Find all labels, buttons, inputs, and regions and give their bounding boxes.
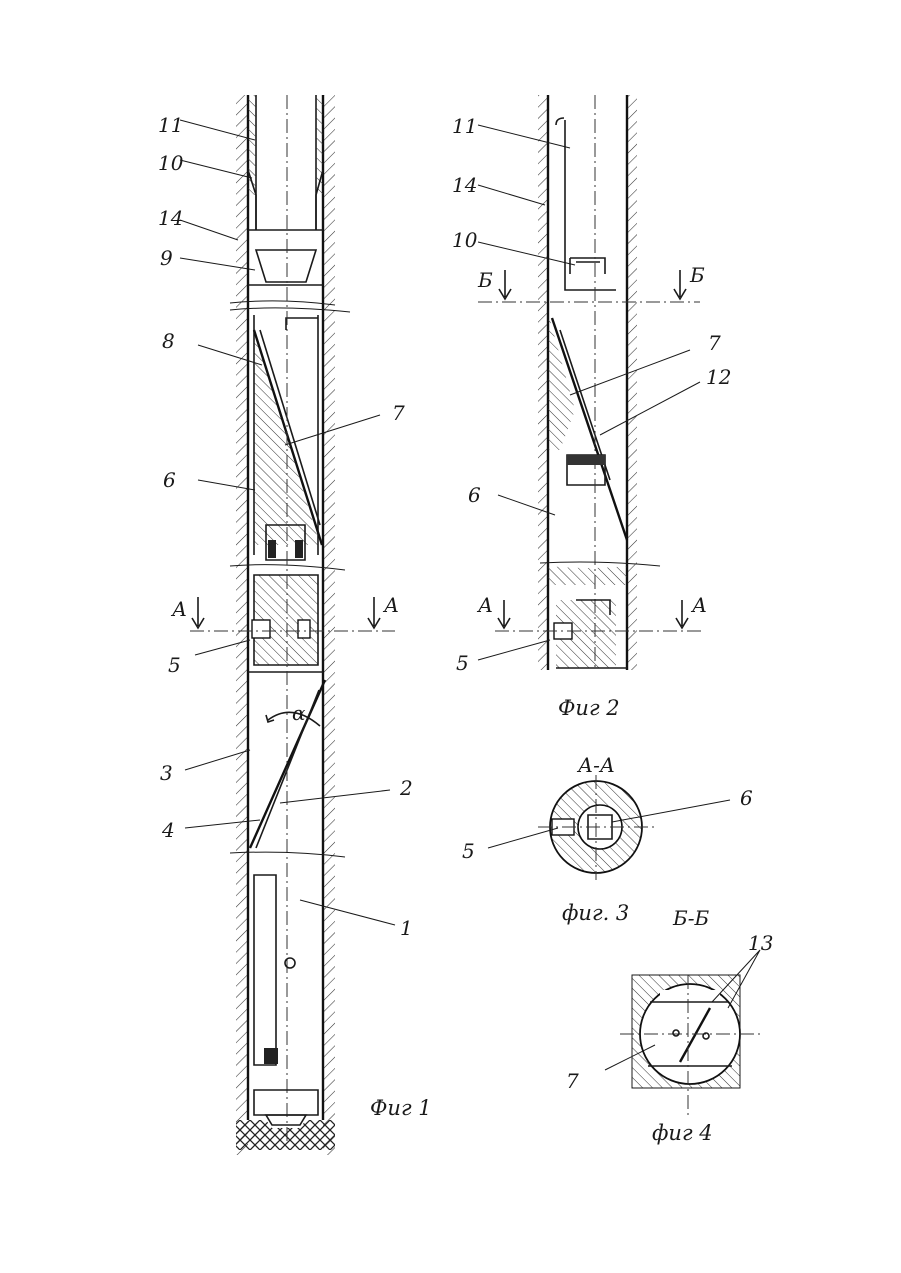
fig2-wall-right-hatch [627,95,637,670]
fig2-section-b-arrow-right [674,270,686,299]
fig2-caption: Фиг 2 [558,696,620,720]
fig1-bit-tip [266,1115,306,1125]
fig1-section-arrow-right [368,597,380,628]
fig1-label-10: 10 [158,151,184,175]
fig1-label-11: 11 [158,113,183,137]
fig2-leader-11 [478,125,570,148]
fig1-leader-1 [300,900,395,925]
fig1-label-4: 4 [161,818,175,842]
fig1-wall-right-hatch [323,95,335,1155]
fig1-label-6: 6 [163,468,176,492]
fig2-wedge-10 [570,258,605,274]
fig1-label-14: 14 [158,206,183,230]
fig2-section-a-arrow-left [498,600,510,628]
fig1-leader-8 [198,345,262,365]
fig1-label-8: 8 [162,329,175,353]
figure-3: А-А 6 5 фиг. 3 [462,753,753,925]
fig1-label-3: 3 [160,761,173,785]
fig3-label-6: 6 [740,786,753,810]
fig2-pipe-11 [556,118,616,290]
fig2-section-b-arrow-left [499,270,511,299]
fig1-section-a-left: А [170,597,187,621]
fig2-leader-12 [600,382,700,435]
fig1-label-1: 1 [400,916,413,940]
fig1-key-left [268,540,276,558]
fig1-label-5: 5 [168,653,181,677]
fig2-section-b-left: Б [477,268,493,292]
fig2-leader-14 [478,185,545,205]
fig1-label-9: 9 [160,246,173,270]
fig3-leader-5 [488,828,558,848]
fig1-cone-9 [256,250,316,282]
fig3-label-5: 5 [462,839,475,863]
fig2-break-hatch [548,566,627,585]
fig4-label-7: 7 [566,1069,579,1093]
figure-2: 11 14 10 7 12 6 5 Б Б А А Фиг 2 [452,95,731,720]
fig1-angle-label: α [292,701,306,725]
fig1-lower-stop [264,1048,278,1064]
fig4-caption: фиг 4 [652,1121,713,1145]
fig1-label-2: 2 [399,776,413,800]
fig2-label-10: 10 [452,228,478,252]
fig1-pin-5-right [298,620,310,638]
fig3-caption: фиг. 3 [562,901,629,925]
fig1-section-arrow-left [192,597,204,628]
fig2-label-7: 7 [708,331,721,355]
figure-1: 11 10 14 9 8 7 6 5 3 2 4 1 А А α Фиг 1 [158,95,432,1155]
fig2-section-a-right: А [690,593,707,617]
fig2-label-14: 14 [452,173,477,197]
fig1-wedge-10 [248,170,323,230]
fig1-leader-14 [180,220,238,240]
fig1-section-a-right: А [382,593,399,617]
fig4-label-13: 13 [748,931,773,955]
fig2-break [540,562,660,566]
fig3-title: А-А [576,753,615,777]
fig4-flat [660,990,720,1002]
fig2-section-a-arrow-right [676,600,688,628]
fig1-slot-top [286,318,318,330]
fig1-wall-left-hatch [236,95,248,1155]
fig2-label-5: 5 [456,651,469,675]
fig1-caption: Фиг 1 [370,1096,432,1120]
fig1-bit-base [254,1090,318,1115]
fig2-key-top [567,455,605,465]
fig2-label-12: 12 [706,365,731,389]
fig1-label-7: 7 [392,401,405,425]
fig2-section-b-right: Б [689,263,705,287]
fig2-label-11: 11 [452,114,477,138]
fig1-pin-5 [252,620,270,638]
fig1-key-right [295,540,303,558]
fig2-wall-left-hatch [538,95,548,670]
fig4-title: Б-Б [672,906,709,930]
fig2-section-a-left: А [476,593,493,617]
fig2-label-6: 6 [468,483,481,507]
fig1-lower-insert [254,875,276,1065]
fig2-leader-10 [478,242,575,265]
figure-4: Б-Б 13 7 фиг 4 [566,906,773,1145]
